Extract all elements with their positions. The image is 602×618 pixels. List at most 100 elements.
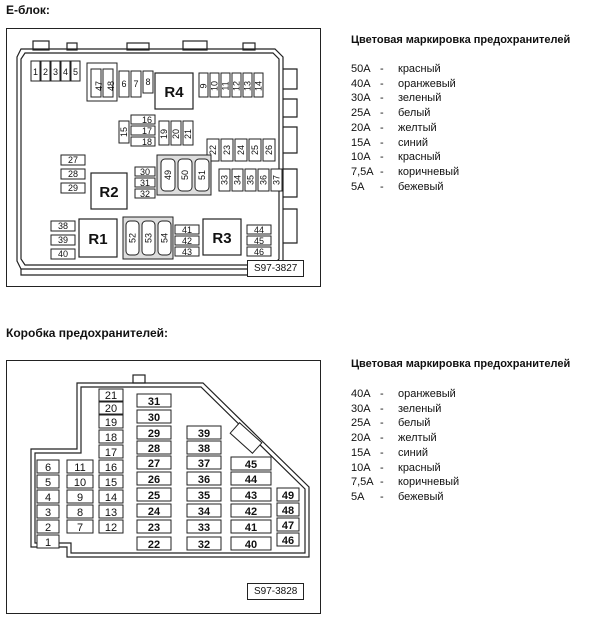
legend-dash: - [380,165,384,178]
e-fuse-45: 45 [254,236,264,246]
e-fuse-54: 54 [160,233,170,243]
legend-row: 10A-красный [351,150,459,165]
fuse-box-code: S97-3828 [247,583,305,600]
legend-row: 25A- белый [351,416,459,431]
e-fuse-30: 30 [140,167,150,177]
e-fuse-2: 2 [43,67,48,77]
e-fuse-4: 4 [63,67,68,77]
legend-color: красный [398,63,441,75]
e-relay-r3: R3 [212,230,231,247]
legend-row: 30A-зеленый [351,402,459,417]
legend-dash: - [380,77,384,90]
legend-row: 25A-белый [351,106,459,121]
legend-amp: 5A [351,180,365,193]
legend-color: оранжевый [398,77,456,90]
e-fuse-43: 43 [182,247,192,257]
box-fuse-7: 7 [77,522,83,534]
legend-dash: - [380,432,384,445]
box-fuse-11: 11 [74,462,85,474]
e-fuse-51: 51 [197,170,207,180]
e-fuse-23: 23 [222,145,232,155]
e-fuse-1: 1 [33,67,38,77]
box-fuse-32: 32 [198,539,210,551]
box-fuse-49: 49 [282,490,294,502]
box-legend-title: Цветовая маркировка предохранителей [351,358,571,370]
box-fuse-18: 18 [105,432,117,444]
legend-row: 15A-синий [351,136,459,151]
e-fuse-3: 3 [53,67,58,77]
e-fuse-48: 48 [106,81,116,91]
box-fuse-46: 46 [282,535,294,547]
e-fuse-20: 20 [171,129,181,139]
box-fuse-10: 10 [74,477,86,489]
e-fuse-47: 47 [94,81,104,91]
box-fuse-19: 19 [105,417,117,429]
e-fuse-10: 10 [210,81,220,91]
box-legend: 40A-оранжевый 30A-зеленый 25A-белый 20A-… [351,387,459,505]
box-fuse-35: 35 [198,490,210,502]
e-fuse-27: 27 [68,155,78,165]
legend-amp: 7,5A [351,165,374,178]
legend-dash: - [380,388,384,400]
e-fuse-22: 22 [208,145,218,155]
legend-dash: - [380,461,384,474]
legend-color: желтый [398,432,437,445]
box-fuse-33: 33 [198,522,210,534]
e-legend: 50A-красный 40A-оранжевый 30A-зеленый 25… [351,62,459,194]
box-fuse-45: 45 [245,459,257,471]
legend-amp: 25A [351,417,371,430]
box-fuse-36: 36 [198,474,210,486]
legend-row: 10A- красный [351,461,459,476]
e-block-title: E-блок: [6,3,50,17]
e-top-row [30,60,81,82]
legend-color: красный [398,461,441,474]
e-fuse-32: 32 [140,189,150,199]
e-fuse-25: 25 [250,145,260,155]
legend-amp: 40A [351,77,371,90]
e-fuse-28: 28 [68,169,78,179]
e-fuse-37: 37 [272,175,282,185]
box-fuse-2: 2 [45,522,51,534]
e-fuse-53: 53 [144,233,154,243]
box-fuse-30: 30 [148,412,160,424]
legend-row: 20A-желтый [351,431,459,446]
e-relay-r2: R2 [99,184,118,201]
e-fuse-11: 11 [221,81,231,90]
box-fuse-24: 24 [148,506,161,518]
e-fuse-6: 6 [121,79,126,89]
box-fuse-48: 48 [282,505,294,517]
box-fuse-34: 34 [198,506,211,518]
legend-dash: - [380,417,384,430]
fuse-box-title: Коробка предохранителей: [6,326,169,340]
legend-amp: 10A [351,461,371,474]
e-fuse-49: 49 [163,170,173,180]
e-fuse-17: 17 [142,126,152,136]
e-fuse-15: 15 [119,127,129,137]
box-fuse-47: 47 [282,520,294,532]
legend-color: желтый [398,121,437,134]
box-fuse-39: 39 [198,428,210,440]
legend-dash: - [380,136,384,149]
e-fuse-12: 12 [232,81,242,91]
legend-dash: - [380,121,384,134]
e-fuse-41: 41 [182,225,192,235]
e-fuse-19: 19 [159,129,169,139]
legend-dash: - [380,446,384,459]
legend-color: коричневый [398,165,460,178]
legend-amp: 40A [351,388,371,400]
box-fuse-4: 4 [45,492,51,504]
legend-amp: 5A [351,490,365,503]
box-fuse-26: 26 [148,474,160,486]
legend-amp: 30A [351,92,371,105]
legend-color: белый [398,417,431,430]
box-fuse-43: 43 [245,490,257,502]
legend-color: синий [398,446,429,459]
legend-row: 30A-зеленый [351,91,459,106]
legend-row: 5A-бежевый [351,180,459,195]
e-fuse-33: 33 [220,175,230,185]
e-fuse-31: 31 [140,178,150,188]
box-fuse-5: 5 [45,477,51,489]
legend-row: 7,5A-коричневый [351,475,459,490]
box-fuse-17: 17 [105,447,117,459]
e-fuse-46: 46 [254,247,264,257]
